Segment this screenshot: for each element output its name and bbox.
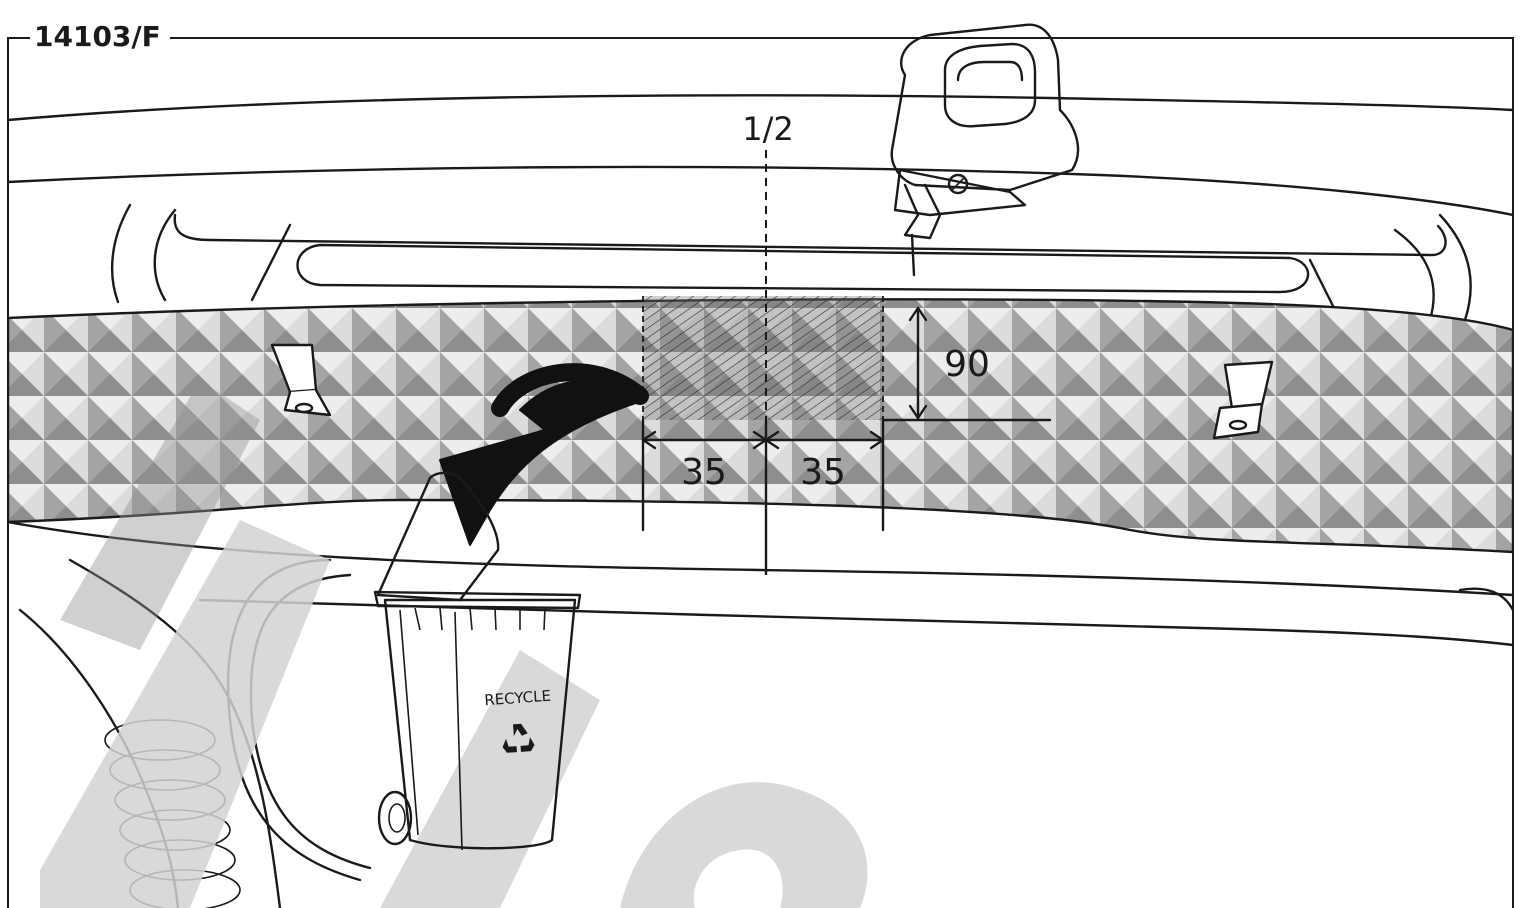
left-bracket bbox=[270, 343, 332, 417]
reference-label: 14103/F bbox=[34, 20, 161, 53]
right-bracket bbox=[1212, 360, 1274, 440]
spoiler-outline bbox=[8, 165, 1513, 217]
bin-label: RECYCLE bbox=[484, 687, 552, 710]
bin-body bbox=[383, 598, 577, 850]
recycle-bin: RECYCLE bbox=[373, 471, 582, 851]
cut-out-area bbox=[643, 296, 883, 420]
bin-wheel bbox=[377, 790, 413, 846]
right-width-label: 35 bbox=[800, 452, 846, 493]
watermark bbox=[40, 380, 868, 908]
bin-lid bbox=[376, 471, 500, 602]
window-frame-right bbox=[1438, 213, 1472, 322]
jigsaw-icon bbox=[890, 23, 1080, 277]
window-frame-outer bbox=[110, 203, 132, 304]
height-label: 90 bbox=[944, 344, 990, 385]
half-mark-label: 1/2 bbox=[742, 110, 794, 148]
figure-frame bbox=[7, 37, 1514, 908]
window-frame-right-inner bbox=[1393, 228, 1435, 322]
recycle-icon bbox=[502, 723, 535, 753]
light-slot bbox=[296, 243, 1310, 294]
roof-edge-line bbox=[8, 94, 1513, 122]
left-width-label: 35 bbox=[681, 452, 727, 493]
dimension-lines bbox=[641, 306, 1052, 532]
window-frame-inner bbox=[153, 208, 177, 302]
brake-light-outline bbox=[173, 213, 1447, 257]
